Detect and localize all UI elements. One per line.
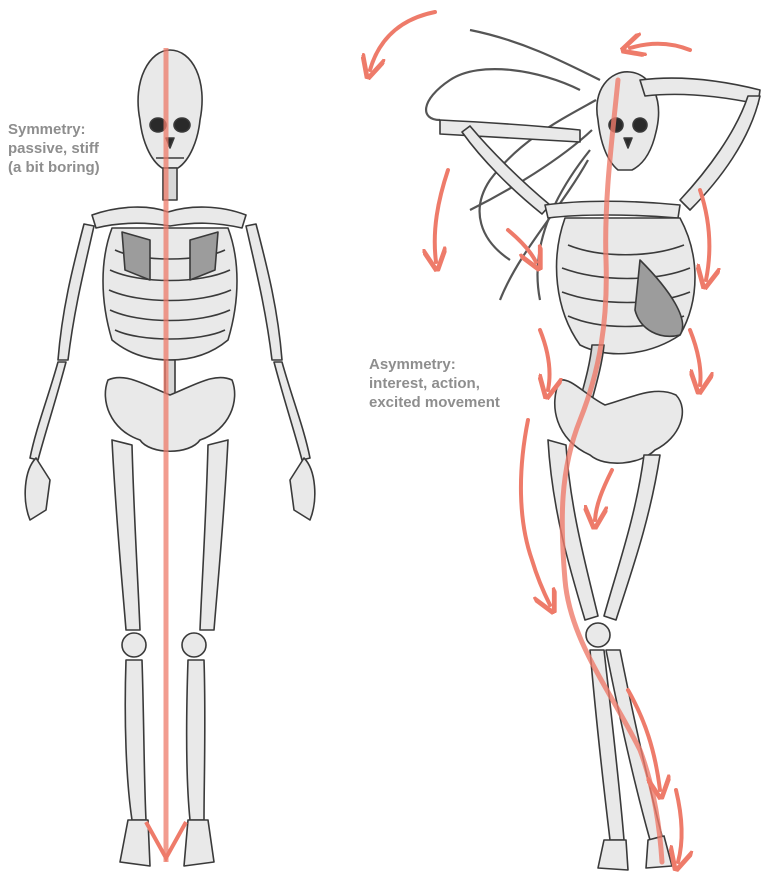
ribcage	[557, 218, 695, 354]
shoulder-girdle	[545, 201, 680, 218]
arrow-hair-top	[370, 12, 435, 70]
arrow-hip-right	[690, 330, 701, 385]
arrow-waist	[540, 330, 550, 390]
left-leg	[112, 440, 150, 866]
arrow-hair-left	[435, 170, 448, 262]
asymmetry-caption: Asymmetry: interest, action, excited mov…	[369, 355, 500, 412]
symmetry-caption-line: Symmetry:	[8, 120, 100, 139]
asymmetric-skeleton	[426, 30, 760, 870]
bent-arm-upper	[440, 120, 580, 142]
arrow-ankle	[676, 790, 682, 862]
asymmetry-caption-line: excited movement	[369, 393, 500, 412]
arrow-thigh-mid	[595, 470, 612, 520]
asymmetry-caption-line: Asymmetry:	[369, 355, 500, 374]
arrow-ribcage-right	[700, 190, 709, 280]
left-arm	[25, 224, 94, 520]
raised-arm-lower	[680, 96, 760, 210]
ribcage	[103, 228, 237, 360]
asymmetry-caption-line: interest, action,	[369, 374, 500, 393]
right-leg	[182, 440, 228, 866]
arrow-head-top	[630, 44, 690, 50]
right-arm	[246, 224, 315, 520]
skull	[138, 50, 202, 168]
symmetry-caption-line: passive, stiff	[8, 139, 100, 158]
symmetry-caption-line: (a bit boring)	[8, 158, 100, 177]
symmetry-caption: Symmetry: passive, stiff (a bit boring)	[8, 120, 100, 177]
arrow-thigh-left	[521, 420, 550, 605]
shoulder-girdle	[92, 207, 246, 228]
pelvis	[555, 380, 683, 463]
